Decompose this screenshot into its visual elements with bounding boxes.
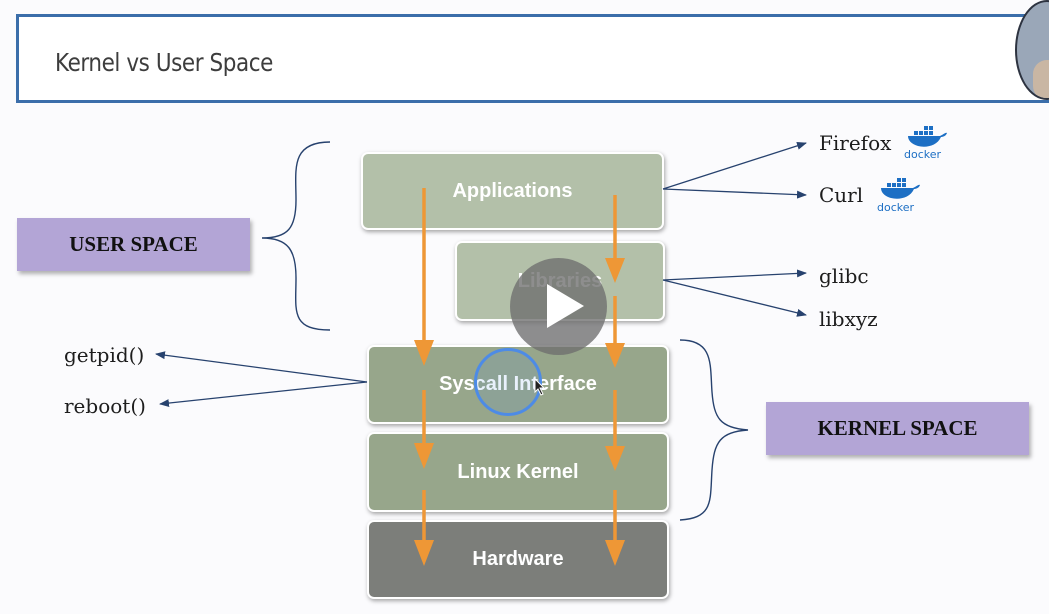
mouse-cursor-icon <box>534 378 546 396</box>
firefox-label: Firefox <box>819 131 892 155</box>
arrow-to-getpid <box>155 351 368 383</box>
arrow-to-libxyz <box>662 279 807 317</box>
presenter-face <box>1033 60 1049 98</box>
user-space-brace <box>261 141 331 331</box>
docker-whale-icon <box>881 178 920 199</box>
arrow-to-glibc <box>662 269 807 281</box>
glibc-label: glibc <box>819 264 869 288</box>
arrow-to-curl <box>662 188 807 199</box>
docker-wordmark: docker <box>904 148 942 161</box>
flow-arrows-right <box>605 195 625 566</box>
curl-label: Curl <box>819 183 864 207</box>
docker-wordmark: docker <box>877 201 915 214</box>
title-bar: Kernel vs User Space <box>16 14 1049 103</box>
kernel-space-brace <box>679 339 749 521</box>
slide-title: Kernel vs User Space <box>55 48 273 77</box>
video-play-button[interactable] <box>510 258 607 355</box>
reboot-label: reboot() <box>64 394 146 418</box>
arrow-to-firefox <box>662 141 807 190</box>
user-space-label: USER SPACE <box>17 218 250 271</box>
hardware-layer: Hardware <box>367 520 669 599</box>
kernel-space-label: KERNEL SPACE <box>766 402 1029 455</box>
getpid-label: getpid() <box>64 343 145 367</box>
docker-whale-icon <box>908 126 947 147</box>
cursor-highlight <box>474 348 542 416</box>
arrow-to-reboot <box>159 381 368 408</box>
flow-arrows-left <box>414 188 434 566</box>
play-icon <box>547 284 584 328</box>
libxyz-label: libxyz <box>819 307 878 331</box>
